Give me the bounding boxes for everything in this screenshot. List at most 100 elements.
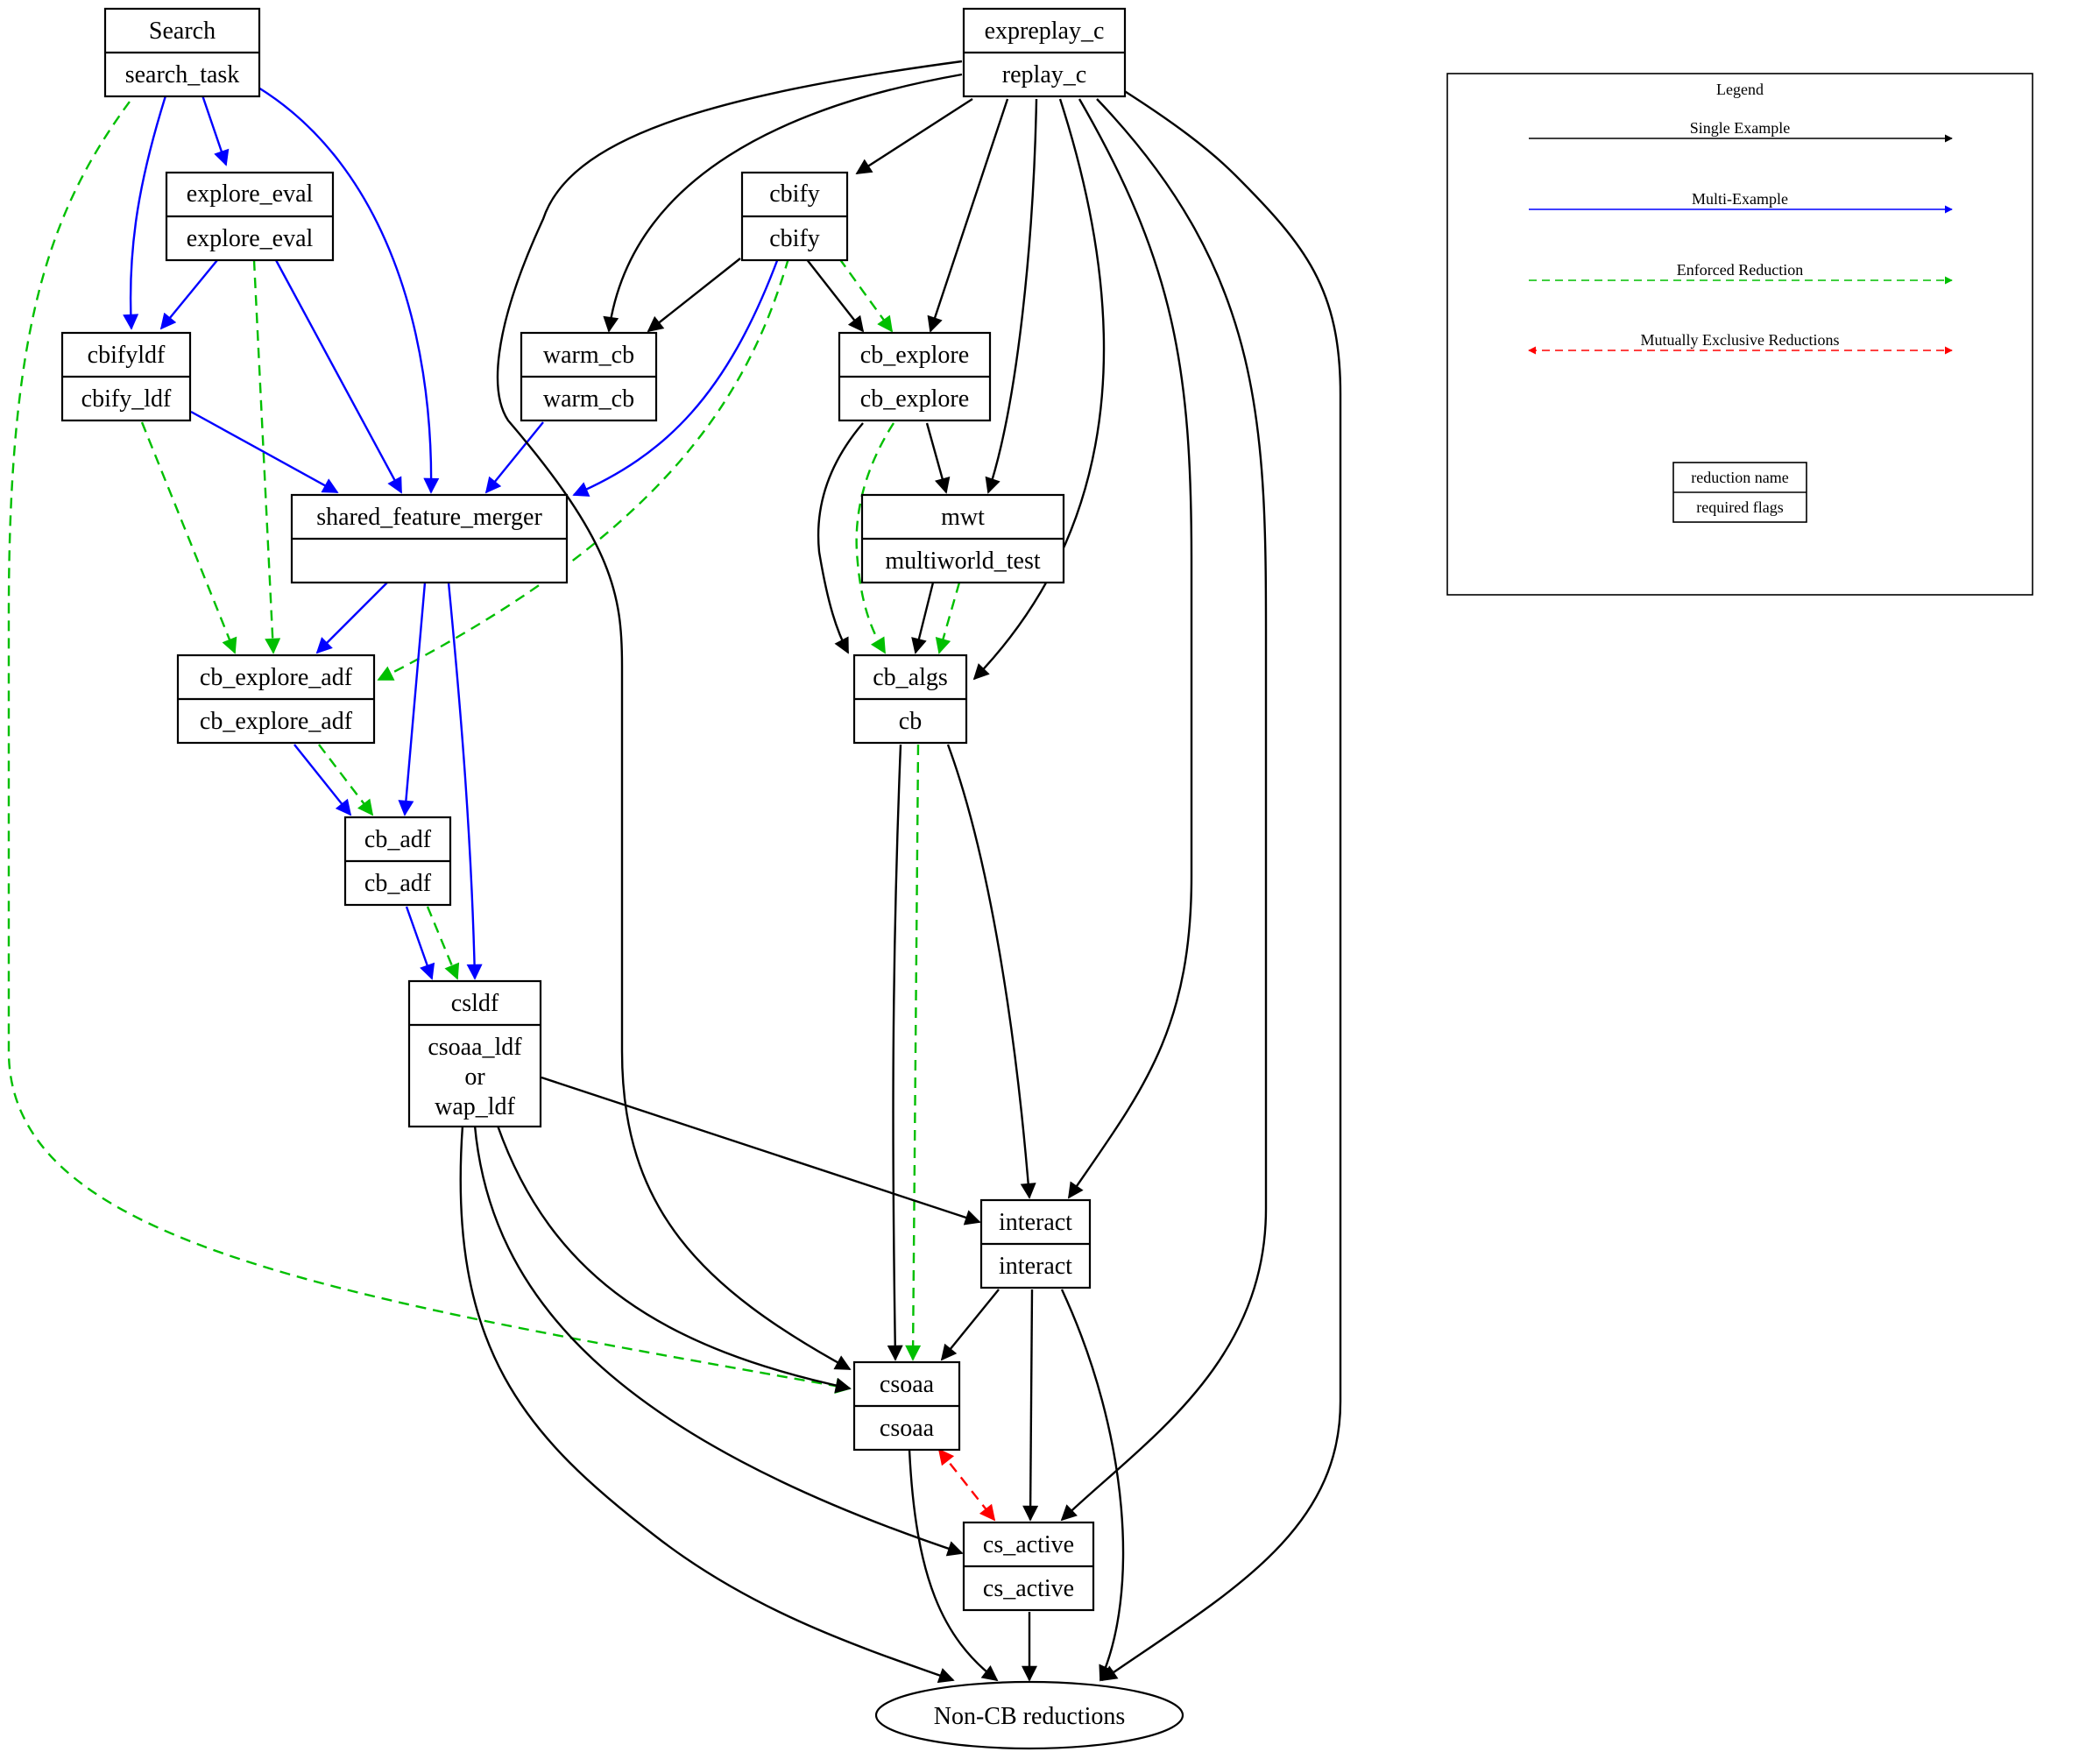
- edge-shared-feature-merger-cb-explore-adf: [315, 582, 388, 654]
- edge-expreplay-interact: [1067, 98, 1193, 1199]
- edge-cb-explore-cb-algs: [817, 422, 864, 654]
- edge-explore-eval-shared-feature-merger: [274, 259, 403, 494]
- node-cb-explore-adf: cb_explore_adf cb_explore_adf: [176, 653, 376, 745]
- edge-cb-explore-mwt: [925, 422, 951, 494]
- node-expreplay-c-name: expreplay_c: [985, 18, 1105, 45]
- node-explore-eval-name: explore_eval: [187, 180, 314, 208]
- node-cs-active: cs_active cs_active: [962, 1521, 1095, 1612]
- node-cbifyldf: cbifyldf cbify_ldf: [60, 331, 192, 422]
- node-cb-adf-flag: cb_adf: [364, 870, 432, 897]
- edge-warm-cb-shared-feature-merger: [484, 421, 544, 494]
- node-cs-active-name: cs_active: [983, 1531, 1074, 1558]
- edge-expreplay-cbify: [855, 97, 973, 175]
- edge-expreplay-warm-cb: [603, 73, 963, 333]
- node-interact: interact interact: [979, 1198, 1092, 1289]
- node-shared-feature-merger-name: shared_feature_merger: [316, 504, 542, 531]
- edges: [7, 60, 1342, 1684]
- node-cbify-name: cbify: [769, 180, 820, 208]
- legend-enforced-label: Enforced Reduction: [1677, 261, 1803, 279]
- node-cb-algs-flag: cb: [899, 708, 922, 735]
- edge-cb-explore-adf-cb-adf: [293, 744, 352, 816]
- node-csldf-flag-1: csoaa_ldf: [428, 1034, 522, 1061]
- edge-interact-noncb: [1060, 1289, 1125, 1682]
- nodes: Search search_task expreplay_c replay_c …: [60, 7, 1184, 1750]
- node-cb-explore-adf-name: cb_explore_adf: [200, 664, 353, 691]
- legend-single-label: Single Example: [1690, 119, 1790, 137]
- node-cb-explore-adf-flag: cb_explore_adf: [200, 708, 353, 735]
- edge-expreplay-cb-algs: [972, 98, 1106, 681]
- edge-csldf-cs-active: [473, 1125, 964, 1557]
- legend-multi-label: Multi-Example: [1692, 190, 1788, 208]
- edge-expreplay-cs-active: [1060, 98, 1268, 1522]
- node-csldf-flag-3: wap_ldf: [435, 1093, 515, 1120]
- edge-search-cbifyldf: [123, 87, 170, 330]
- node-cbify-flag: cbify: [769, 225, 820, 252]
- edge-shared-feature-merger-csldf: [447, 582, 483, 980]
- edge-cbify-warm-cb: [647, 258, 741, 333]
- node-cb-explore: cb_explore cb_explore: [838, 331, 992, 422]
- node-explore-eval: explore_eval explore_eval: [165, 171, 335, 262]
- node-cs-active-flag: cs_active: [983, 1575, 1074, 1602]
- edge-interact-csoaa: [940, 1289, 1000, 1361]
- node-csoaa-name: csoaa: [880, 1371, 935, 1398]
- node-cb-algs-name: cb_algs: [873, 664, 948, 691]
- node-search-flag: search_task: [125, 61, 240, 88]
- node-search-name: Search: [149, 18, 216, 45]
- edge-csldf-csoaa: [496, 1125, 852, 1394]
- node-cb-explore-name: cb_explore: [860, 342, 969, 369]
- edge-cb-algs-csoaa: [887, 744, 903, 1361]
- node-csldf-flag-2: or: [464, 1063, 485, 1091]
- edge-cb-adf-csldf-enforced: [426, 906, 460, 980]
- node-cb-adf: cb_adf cb_adf: [343, 816, 452, 907]
- legend-sample-node: reduction name required flags: [1672, 462, 1807, 523]
- node-cb-adf-name: cb_adf: [364, 826, 432, 853]
- edge-cb-algs-csoaa-enforced: [905, 744, 922, 1361]
- node-search: Search search_task: [103, 7, 261, 98]
- edge-cbify-cb-explore-adf: [377, 258, 790, 682]
- edge-search-shared-feature-merger: [258, 86, 440, 494]
- edge-interact-cs-active: [1022, 1289, 1039, 1522]
- node-mwt: mwt multiworld_test: [860, 493, 1065, 584]
- edge-csoaa-cs-active-exclusive: [937, 1448, 996, 1522]
- edge-cb-explore-adf-cb-adf-enforced: [318, 744, 374, 816]
- node-interact-flag: interact: [999, 1253, 1072, 1280]
- edge-shared-feature-merger-cb-adf: [398, 582, 427, 816]
- edge-csldf-noncb: [459, 1125, 955, 1684]
- node-cbify: cbify cbify: [740, 171, 849, 262]
- node-csldf-name: csldf: [451, 990, 499, 1017]
- node-non-cb-reductions-label: Non-CB reductions: [934, 1703, 1126, 1730]
- node-csldf: csldf csoaa_ldf or wap_ldf: [407, 979, 542, 1128]
- node-warm-cb-name: warm_cb: [543, 342, 634, 369]
- node-warm-cb: warm_cb warm_cb: [520, 331, 658, 422]
- node-csoaa-flag: csoaa: [880, 1415, 935, 1442]
- edge-mwt-cb-algs: [911, 582, 935, 654]
- edge-search-explore-eval: [198, 87, 230, 166]
- edge-csldf-interact: [541, 1076, 981, 1226]
- node-expreplay-c: expreplay_c replay_c: [962, 7, 1127, 98]
- node-mwt-name: mwt: [941, 504, 985, 531]
- legend-title: Legend: [1716, 81, 1764, 98]
- edge-cbify-shared-feature-merger: [572, 258, 780, 497]
- edge-cbifyldf-cb-explore-adf: [140, 421, 237, 654]
- node-interact-name: interact: [999, 1209, 1072, 1236]
- edge-csoaa-noncb: [908, 1449, 999, 1682]
- edge-cb-algs-interact: [946, 744, 1036, 1199]
- node-cbifyldf-flag: cbify_ldf: [81, 385, 172, 413]
- node-warm-cb-flag: warm_cb: [543, 385, 634, 413]
- edge-expreplay-cb-explore: [927, 98, 1009, 333]
- edge-cbifyldf-shared-feature-merger: [190, 410, 339, 494]
- legend-exclusive-label: Mutually Exclusive Reductions: [1641, 331, 1840, 349]
- node-csoaa: csoaa csoaa: [852, 1360, 961, 1452]
- edge-cb-adf-csldf: [405, 906, 435, 980]
- edge-expreplay-noncb: [1100, 88, 1342, 1682]
- node-cb-explore-flag: cb_explore: [860, 385, 969, 413]
- legend: Legend Single Example Multi-Example Enfo…: [1446, 73, 2033, 596]
- edge-mwt-cb-algs-enforced: [935, 582, 961, 654]
- edge-expreplay-csoaa: [496, 60, 963, 1371]
- edge-expreplay-mwt: [985, 98, 1038, 494]
- edge-explore-eval-cb-explore-adf: [252, 259, 281, 654]
- node-mwt-flag: multiworld_test: [885, 548, 1041, 575]
- edge-cbify-cb-explore-enforced: [838, 258, 894, 333]
